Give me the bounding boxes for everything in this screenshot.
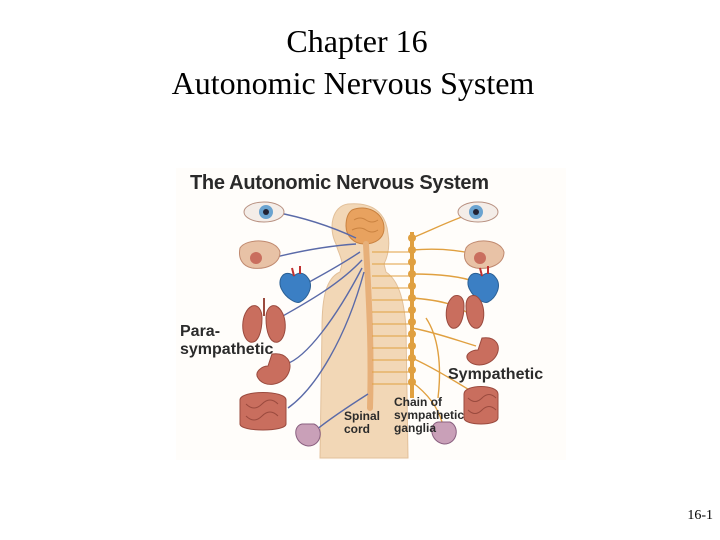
figure-title: The Autonomic Nervous System: [190, 172, 489, 194]
sympathetic-nerves: [411, 211, 477, 423]
intestine-icon: [239, 392, 287, 431]
stomach-icon: [466, 337, 499, 366]
intestine-icon: [463, 386, 499, 425]
figure-illustration: [239, 201, 505, 459]
sympathetic-ganglia-chain: [372, 232, 416, 398]
eye-icon: [243, 201, 285, 223]
heart-icon: [279, 266, 311, 303]
lung-icon: [242, 298, 286, 343]
lung-icon: [445, 295, 485, 329]
sympathetic-label: Sympathetic: [448, 366, 544, 383]
stomach-icon: [256, 353, 291, 385]
salivary-gland-icon: [463, 240, 505, 269]
sympathetic-chain-label: Chain of sympathetic ganglia: [394, 395, 465, 435]
autonomic-nervous-system-figure: The Autonomic Nervous System Para- sympa…: [176, 168, 566, 460]
spinal-cord-label: Spinal cord: [344, 409, 381, 436]
bladder-icon: [295, 423, 321, 447]
heart-icon: [467, 266, 499, 303]
slide-title: Chapter 16 Autonomic Nervous System: [0, 20, 720, 104]
slide-title-line-2: Autonomic Nervous System: [171, 65, 535, 101]
body-silhouette: [319, 203, 409, 459]
bladder-icon: [431, 421, 457, 445]
slide-title-line-1: Chapter 16: [286, 23, 428, 59]
page-number: 16-1: [687, 508, 713, 523]
eye-icon: [457, 201, 499, 223]
parasympathetic-label: Para- sympathetic: [180, 323, 274, 358]
salivary-gland-icon: [239, 240, 281, 269]
spinal-cord: [363, 241, 374, 411]
